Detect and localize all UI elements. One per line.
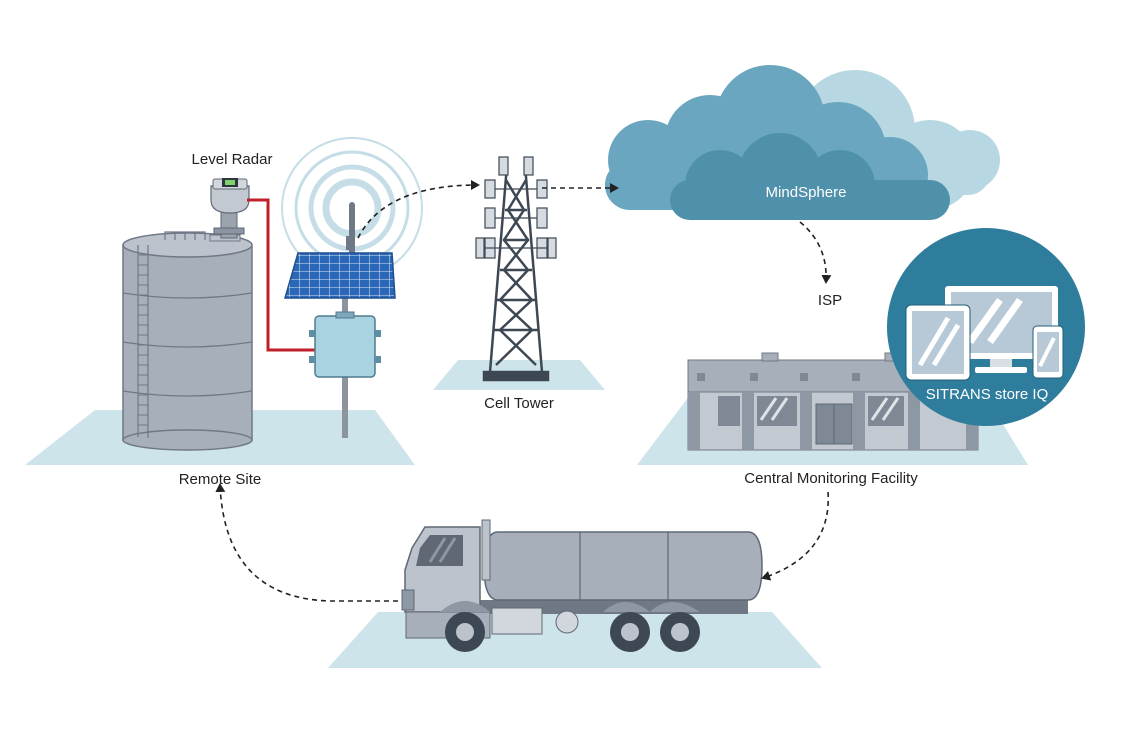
tablet-icon — [905, 304, 971, 381]
remote-site-label: Remote Site — [178, 471, 262, 488]
cloud-label: MindSphere — [765, 184, 847, 201]
arrow-facility-to-truck — [761, 491, 829, 581]
arrow-truck-to-site — [215, 483, 398, 602]
dashed-arrow-icon — [215, 180, 832, 602]
cell-tower-label: Cell Tower — [484, 395, 554, 412]
cell-tower-icon — [482, 164, 550, 382]
controller-enclosure-icon — [309, 311, 381, 378]
antenna-panels — [475, 156, 557, 259]
phone-icon — [1032, 325, 1064, 379]
signal-cable — [247, 198, 318, 352]
arrow-enclosure-to-tower — [357, 180, 480, 239]
cloud-icon — [605, 65, 1000, 220]
tanker-truck-icon — [401, 519, 763, 652]
app-label: SITRANS store IQ — [925, 386, 1049, 403]
app-circle — [887, 228, 1085, 426]
storage-tank-icon — [122, 231, 253, 451]
isp-label: ISP — [817, 292, 843, 309]
truck-wheels — [445, 612, 700, 652]
level-radar-label: Level Radar — [191, 151, 273, 168]
arrow-cloud-to-isp — [799, 221, 832, 284]
level-radar-icon — [210, 178, 250, 239]
central-facility-label: Central Monitoring Facility — [744, 470, 918, 487]
